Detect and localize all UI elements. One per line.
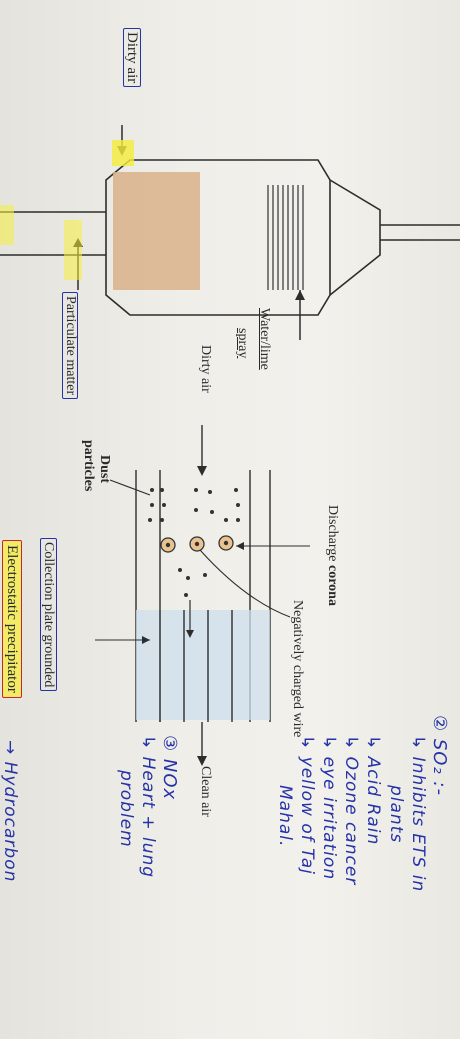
dust-label-line2: particles — [81, 440, 96, 492]
nox-line2: problem — [116, 770, 136, 848]
spray-label-line2: spray — [235, 328, 250, 359]
so2-line4: ↳ Ozone cancer — [341, 735, 361, 886]
so2-heading: ② SO₂ :- — [429, 715, 450, 796]
nox-line1: ↳ Heart + lung — [138, 735, 158, 879]
discharge-corona-label: Discharge corona — [324, 505, 340, 606]
particulate-matter-label: Particulate matter — [62, 292, 78, 400]
dust-label-line1: Dust — [97, 455, 112, 484]
so2-line7: Mahal. — [275, 785, 295, 848]
so2-line2: plants — [386, 785, 406, 844]
discharge-bold: corona — [325, 565, 340, 606]
clean-air-label: Clean air — [198, 766, 213, 817]
discharge-prefix: Discharge — [325, 505, 340, 562]
precipitator-title: Electrostatic precipitator — [2, 540, 22, 698]
so2-line1: ↳ Inhibits ETS in — [408, 735, 428, 893]
precipitator-diagram — [95, 425, 310, 766]
collection-plate-label: Collection plate grounded — [40, 538, 57, 692]
wet-scrubber-diagram — [0, 125, 460, 340]
so2-line6: ↳ yellow of Taj — [297, 735, 317, 875]
precipitator-dirty-air-label: Dirty air — [198, 345, 213, 393]
particulate-line1: Particulate matter — [63, 296, 78, 396]
negatively-charged-wire-label: Negatively charged wire — [290, 600, 305, 738]
so2-line3: ↳ Acid Rain — [363, 735, 383, 846]
hydrocarbon-note: → Hydrocarbon — [0, 740, 20, 883]
spray-label-line1: Water/lime — [257, 308, 272, 370]
nox-heading: ③ NOx — [159, 735, 180, 801]
so2-line5: ↳ eye irritation — [319, 735, 339, 881]
inlet-dirty-air-label: Dirty air — [123, 28, 141, 88]
